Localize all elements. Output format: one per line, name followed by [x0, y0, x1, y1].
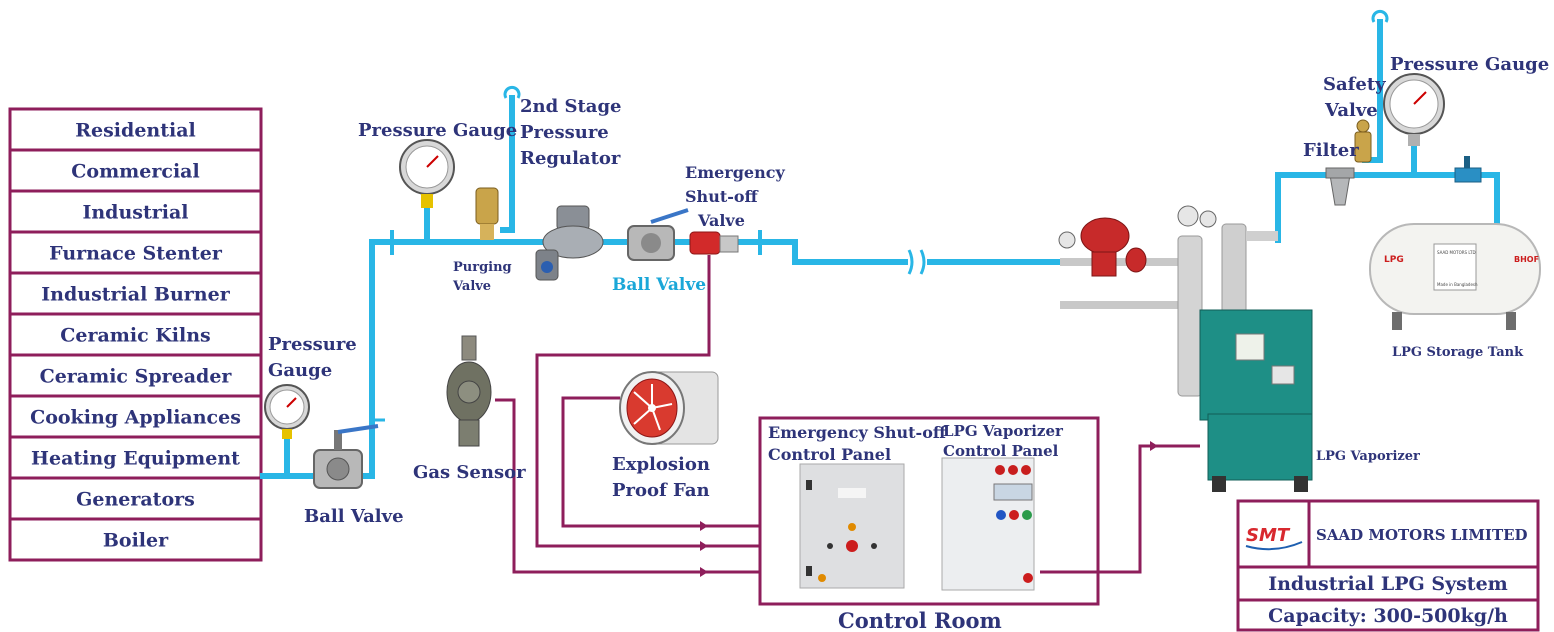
pressure-gauge-left-label: Pressure [268, 334, 357, 355]
esv-control-panel [799, 463, 905, 589]
pressure-gauge-right-label: Pressure Gauge [1390, 54, 1549, 75]
pressure-regulator [535, 205, 604, 281]
company-logo: SMT [1246, 525, 1291, 546]
tank-plate-title: SAAD MOTORS LTD [1437, 250, 1476, 255]
application-item: Heating Equipment [31, 448, 240, 470]
vaporizer-label: LPG Vaporizer [1316, 449, 1420, 464]
pressure-gauge-mid-label: Pressure Gauge [358, 120, 517, 141]
fan-label-1: Explosion [612, 454, 710, 475]
application-item: Commercial [71, 161, 199, 183]
application-item: Furnace Stenter [49, 243, 223, 265]
control-wiring [495, 255, 1200, 577]
application-item: Industrial [82, 202, 188, 224]
application-item-box [8, 394, 263, 439]
gas-sensor-label: Gas Sensor [413, 462, 526, 483]
tank-valve [1454, 156, 1482, 183]
storage-tank-label: LPG Storage Tank [1392, 345, 1524, 360]
safety-valve-label-2: Valve [1324, 100, 1378, 121]
esv-label-2: Shut-off [685, 187, 759, 206]
pressure-gauge-mid [399, 139, 455, 208]
ball-valve-mid-label: Ball Valve [612, 275, 706, 295]
tank-badge-right: BHOF [1514, 255, 1539, 264]
regulator-label-2: Pressure [520, 122, 609, 143]
diagram-labels: Pressure Gauge Ball Valve Pressure Gauge… [268, 54, 1549, 632]
vaporizer-control-panel [941, 457, 1035, 591]
application-item-box [8, 517, 263, 562]
pressure-gauge-left [264, 384, 310, 439]
company-name: SAAD MOTORS LIMITED [1316, 526, 1528, 544]
application-item-box [8, 476, 263, 521]
control-room-label: Control Room [838, 608, 1002, 632]
esv-label-3: Valve [697, 211, 745, 230]
gas-sensor [446, 335, 492, 447]
application-item: Industrial Burner [41, 284, 230, 306]
application-item: Residential [75, 120, 196, 142]
esv-panel-label-2: Control Panel [768, 445, 891, 464]
fan-label-2: Proof Fan [612, 480, 710, 501]
emergency-shutoff-valve [689, 231, 739, 255]
explosion-proof-fan [619, 371, 719, 445]
esv-label-1: Emergency [685, 163, 785, 182]
tank-plate-made: Made in Bangladesh [1437, 282, 1478, 287]
application-item: Cooking Appliances [30, 407, 241, 429]
application-item-box [8, 230, 263, 275]
application-item: Boiler [103, 530, 169, 552]
vaporizer-piping-assembly [1058, 205, 1278, 397]
application-item: Ceramic Kilns [60, 325, 211, 347]
system-name: Industrial LPG System [1268, 573, 1508, 595]
safety-valve-label-1: Safety [1323, 74, 1386, 95]
pressure-gauge-left-label-2: Gauge [268, 360, 332, 381]
title-block: SMT SAAD MOTORS LIMITED Industrial LPG S… [1236, 499, 1540, 632]
system-capacity: Capacity: 300-500kg/h [1268, 605, 1508, 627]
ball-valve-left-label: Ball Valve [304, 506, 404, 527]
purging-valve [475, 187, 499, 240]
application-item: Ceramic Spreader [40, 366, 233, 388]
application-item: Generators [76, 489, 195, 511]
vap-panel-label-2: Control Panel [943, 442, 1059, 460]
application-item-box [8, 312, 263, 357]
purging-valve-label-1: Purging [453, 260, 512, 275]
esv-panel-label-1: Emergency Shut-off [768, 423, 947, 442]
lpg-storage-tank [1369, 223, 1541, 330]
filter [1325, 167, 1355, 206]
purging-valve-label-2: Valve [452, 279, 491, 294]
filter-label: Filter [1303, 140, 1359, 161]
safety-valve [1354, 119, 1372, 163]
ball-valve-left [313, 424, 379, 489]
regulator-label-1: 2nd Stage [520, 96, 621, 117]
pressure-gauge-right [1383, 73, 1445, 146]
control-room-box [758, 416, 1100, 606]
vap-panel-label-1: LPG Vaporizer [943, 422, 1064, 440]
first-stage-regulator [1080, 217, 1147, 277]
ball-valve-mid [627, 208, 689, 261]
lpg-vaporizer [1199, 309, 1313, 492]
regulator-label-3: Regulator [520, 148, 621, 169]
tank-badge-left: LPG [1384, 255, 1404, 265]
